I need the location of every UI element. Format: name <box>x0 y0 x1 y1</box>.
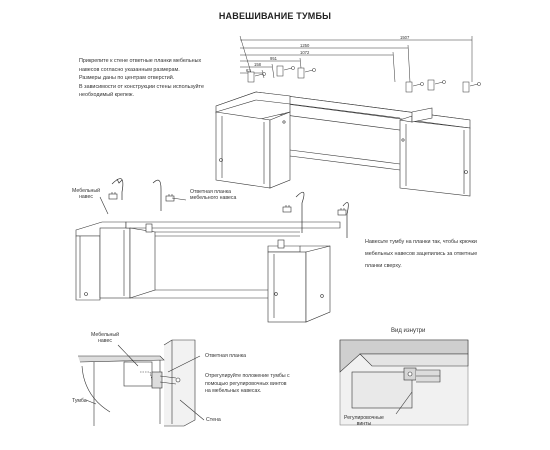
screws-label-line: винты <box>356 421 372 428</box>
hang-line: мебельных навесов зацепились за ответные <box>365 251 478 257</box>
adjust-line: на мебельных навесах. <box>205 388 262 395</box>
screws-label: Регулировочные винты <box>344 415 384 428</box>
intro-line: навесов согласно указанным размерам. <box>79 66 180 73</box>
adjust-line: Отрегулируйте положение тумбы с <box>205 373 290 379</box>
adjust-line: помощью регулировочных винтов <box>205 380 287 387</box>
plate-label-line: Ответная планка <box>190 189 232 195</box>
detail-section <box>78 339 205 427</box>
plate-label: Ответная планка мебельного навеса <box>190 189 236 202</box>
intro-line: В зависимости от конструкции стены испол… <box>79 83 204 90</box>
hang-instructions: Навесьте тумбу на планки так, чтобы крюч… <box>365 236 477 272</box>
hang-line: Навесьте тумбу на планки так, чтобы крюч… <box>365 239 477 245</box>
inside-view-title: Вид изнутри <box>391 328 426 334</box>
screws-label-line: Регулировочные <box>344 415 384 421</box>
intro-line: Прикрепите к стене ответные планки мебел… <box>79 58 202 64</box>
dimension-labels: 1507 1250 1072 951 158 63 <box>246 35 410 73</box>
inside-view <box>339 339 469 426</box>
cabinet-front-view <box>75 221 341 323</box>
adjust-instructions: Отрегулируйте положение тумбы с помощью … <box>205 373 290 396</box>
detail-hinge-line: Мебельный <box>91 332 120 338</box>
detail-hinge-label: Мебельный навес <box>91 332 119 345</box>
hinge-label-line: Мебельный <box>72 188 101 194</box>
intro-line: необходимый крепеж. <box>79 92 134 99</box>
hinge-label-line: навес <box>79 194 93 201</box>
dimension-diagram <box>239 35 481 93</box>
cabinet-top-view <box>215 91 471 197</box>
hinge-label: Мебельный навес <box>72 188 100 201</box>
dim-1250: 1250 <box>300 43 310 48</box>
detail-cabinet-label: Тумба <box>72 398 87 404</box>
intro-text: Прикрепите к стене ответные планки мебел… <box>79 57 204 100</box>
dim-1507: 1507 <box>400 35 410 40</box>
intro-line: Размеры даны по центрам отверстий. <box>79 75 175 82</box>
plates <box>108 192 347 216</box>
hang-line: планки сверху. <box>365 263 402 269</box>
detail-hinge-line: навес <box>98 338 112 345</box>
detail-plate-label: Ответная планка <box>205 353 247 359</box>
page-title: НАВЕШИВАНИЕ ТУМБЫ <box>218 11 332 21</box>
dim-1072: 1072 <box>300 50 310 55</box>
dim-951: 951 <box>270 56 278 61</box>
hang-arrows <box>111 178 349 238</box>
detail-wall-label: Стена <box>206 417 221 423</box>
dim-158: 158 <box>254 62 262 67</box>
plate-label-line: мебельного навеса <box>190 195 237 202</box>
dim-63: 63 <box>246 68 251 73</box>
